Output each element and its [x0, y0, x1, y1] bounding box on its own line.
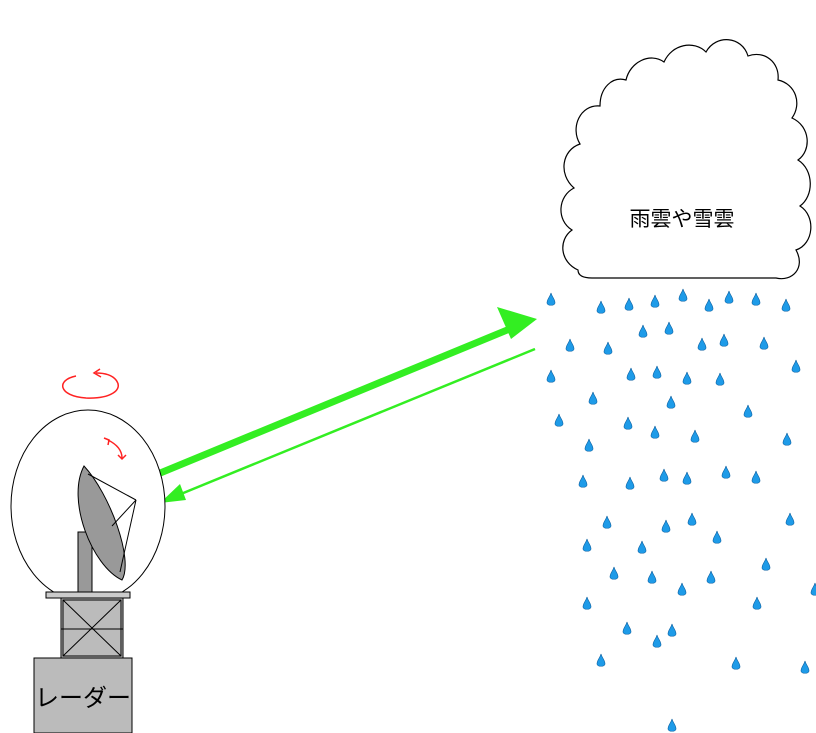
raindrop-icon: [624, 297, 634, 311]
raindrop-icon: [565, 338, 575, 352]
radar-tower-inner: [62, 599, 122, 657]
return-beam-line: [175, 347, 536, 498]
raindrop-icon: [588, 391, 598, 405]
raindrop-icon: [785, 512, 795, 526]
raindrop-icon: [652, 634, 662, 648]
cloud-outline: [560, 39, 812, 280]
raindrop-icon: [724, 290, 734, 304]
raindrop-icon: [638, 324, 648, 338]
raindrop-icon: [546, 292, 556, 306]
raindrop-icon: [751, 470, 761, 484]
raindrop-icon: [752, 596, 762, 610]
rain: [546, 288, 816, 732]
raindrop-icon: [622, 621, 632, 635]
cloud-label: 雨雲や雪雲: [630, 207, 735, 231]
outgoing-beam-arrowhead: [497, 307, 537, 339]
raindrop-icon: [609, 566, 619, 580]
raindrop-icon: [721, 465, 731, 479]
return-beam: [160, 347, 536, 503]
raindrop-icon: [603, 341, 613, 355]
raindrop-icon: [582, 538, 592, 552]
raindrop-icon: [719, 333, 729, 347]
raindrop-icon: [623, 416, 633, 430]
radar-tower-cross-b: [62, 599, 122, 657]
raindrop-icon: [661, 519, 671, 533]
raindrop-icon: [666, 395, 676, 409]
radar-label: レーダー: [35, 684, 131, 712]
raindrop-icon: [751, 292, 761, 306]
raindrop-icon: [810, 582, 816, 596]
rotate-horizontal-icon: [61, 368, 119, 399]
outgoing-beam: [149, 307, 537, 480]
raindrop-icon: [682, 371, 692, 385]
raindrop-icon: [687, 512, 697, 526]
raindrop-icon: [743, 404, 753, 418]
raindrop-icon: [731, 656, 741, 670]
raindrop-icon: [546, 369, 556, 383]
raindrop-icon: [759, 336, 769, 350]
raindrop-icon: [712, 530, 722, 544]
raindrop-icon: [596, 300, 606, 314]
raindrop-icon: [677, 582, 687, 596]
dish: [77, 465, 126, 581]
raindrop-icon: [626, 367, 636, 381]
raindrop-icon: [650, 294, 660, 308]
raindrop-icon: [690, 429, 700, 443]
raindrop-icon: [652, 365, 662, 379]
raindrop-icon: [554, 413, 564, 427]
raindrop-icon: [596, 653, 606, 667]
raindrop-icon: [781, 298, 791, 312]
raindrop-icon: [602, 515, 612, 529]
radar: レーダー: [10, 409, 166, 733]
raindrop-icon: [791, 359, 801, 373]
raindrop-icon: [637, 540, 647, 554]
raindrop-icon: [678, 288, 688, 302]
raindrop-icon: [664, 321, 674, 335]
raindrop-icon: [582, 596, 592, 610]
return-beam-arrowhead: [160, 484, 186, 503]
raindrop-icon: [697, 337, 707, 351]
tilt-arrows-icon: [103, 437, 127, 461]
dish-feed: [87, 473, 137, 573]
raindrop-icon: [782, 432, 792, 446]
radar-platform: [45, 591, 131, 599]
outgoing-beam-line: [149, 324, 516, 480]
raindrop-icon: [667, 718, 677, 732]
raindrop-icon: [800, 660, 810, 674]
raindrop-icon: [682, 471, 692, 485]
raindrop-icon: [704, 298, 714, 312]
raindrop-icon: [706, 570, 716, 584]
raindrop-icon: [625, 476, 635, 490]
raindrop-icon: [667, 623, 677, 637]
raindrop-icon: [584, 438, 594, 452]
raindrop-icon: [715, 372, 725, 386]
raindrop-icon: [647, 570, 657, 584]
raindrop-icon: [659, 468, 669, 482]
raindrop-icon: [578, 474, 588, 488]
radar-label-box: [33, 657, 133, 733]
cloud: 雨雲や雪雲: [560, 39, 812, 280]
raindrop-icon: [761, 557, 771, 571]
raindrop-icon: [650, 425, 660, 439]
